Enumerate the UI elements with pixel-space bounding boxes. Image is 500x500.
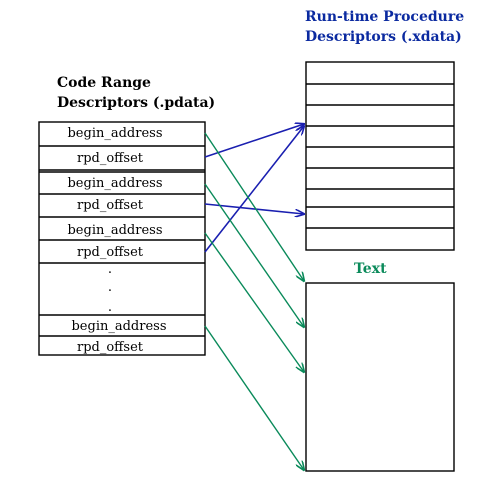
begin-address-arrow-3 [204, 232, 304, 372]
text-section-box [305, 282, 455, 472]
xdata-title-line2: Descriptors (.xdata) [305, 29, 462, 45]
pdata-row-2-begin-address: begin_address [67, 176, 162, 191]
pdata-ellipsis-dot: . [108, 300, 112, 315]
rpd-offset-arrow-3 [204, 126, 304, 253]
pdata-ellipsis-dot: . [108, 280, 112, 295]
pdata-table [38, 121, 206, 356]
pdata-row-4-rpd-offset: rpd_offset [77, 340, 144, 355]
xdata-title-line1: Run-time Procedure [305, 9, 464, 25]
pdata-row-1-rpd-offset: rpd_offset [77, 151, 144, 166]
pdata-ellipsis-dot: . [108, 262, 112, 277]
pdata-row-3-rpd-offset: rpd_offset [77, 245, 144, 260]
xdata-table [305, 61, 455, 251]
pdata-title-line2: Descriptors (.pdata) [57, 95, 215, 111]
pdata-row-2-rpd-offset: rpd_offset [77, 198, 144, 213]
text-section-title: Text [354, 261, 387, 277]
begin-address-arrow-4 [204, 325, 304, 470]
pdata-row-4-begin-address: begin_address [71, 319, 166, 334]
pdata-rows: begin_address rpd_offset begin_address r… [67, 126, 166, 355]
pdata-row-1-begin-address: begin_address [67, 126, 162, 141]
rpd-offset-arrow-1 [204, 124, 304, 158]
pdata-title: Code Range Descriptors (.pdata) [57, 75, 215, 111]
pdata-row-3-begin-address: begin_address [67, 223, 162, 238]
rpd-offset-arrows [204, 124, 304, 253]
rpd-offset-arrow-2 [204, 203, 304, 214]
begin-address-arrow-1 [204, 132, 304, 281]
begin-address-arrow-2 [204, 183, 304, 327]
pdata-title-line1: Code Range [57, 75, 151, 91]
xdata-title: Run-time Procedure Descriptors (.xdata) [305, 9, 464, 45]
begin-address-arrows [204, 132, 304, 470]
